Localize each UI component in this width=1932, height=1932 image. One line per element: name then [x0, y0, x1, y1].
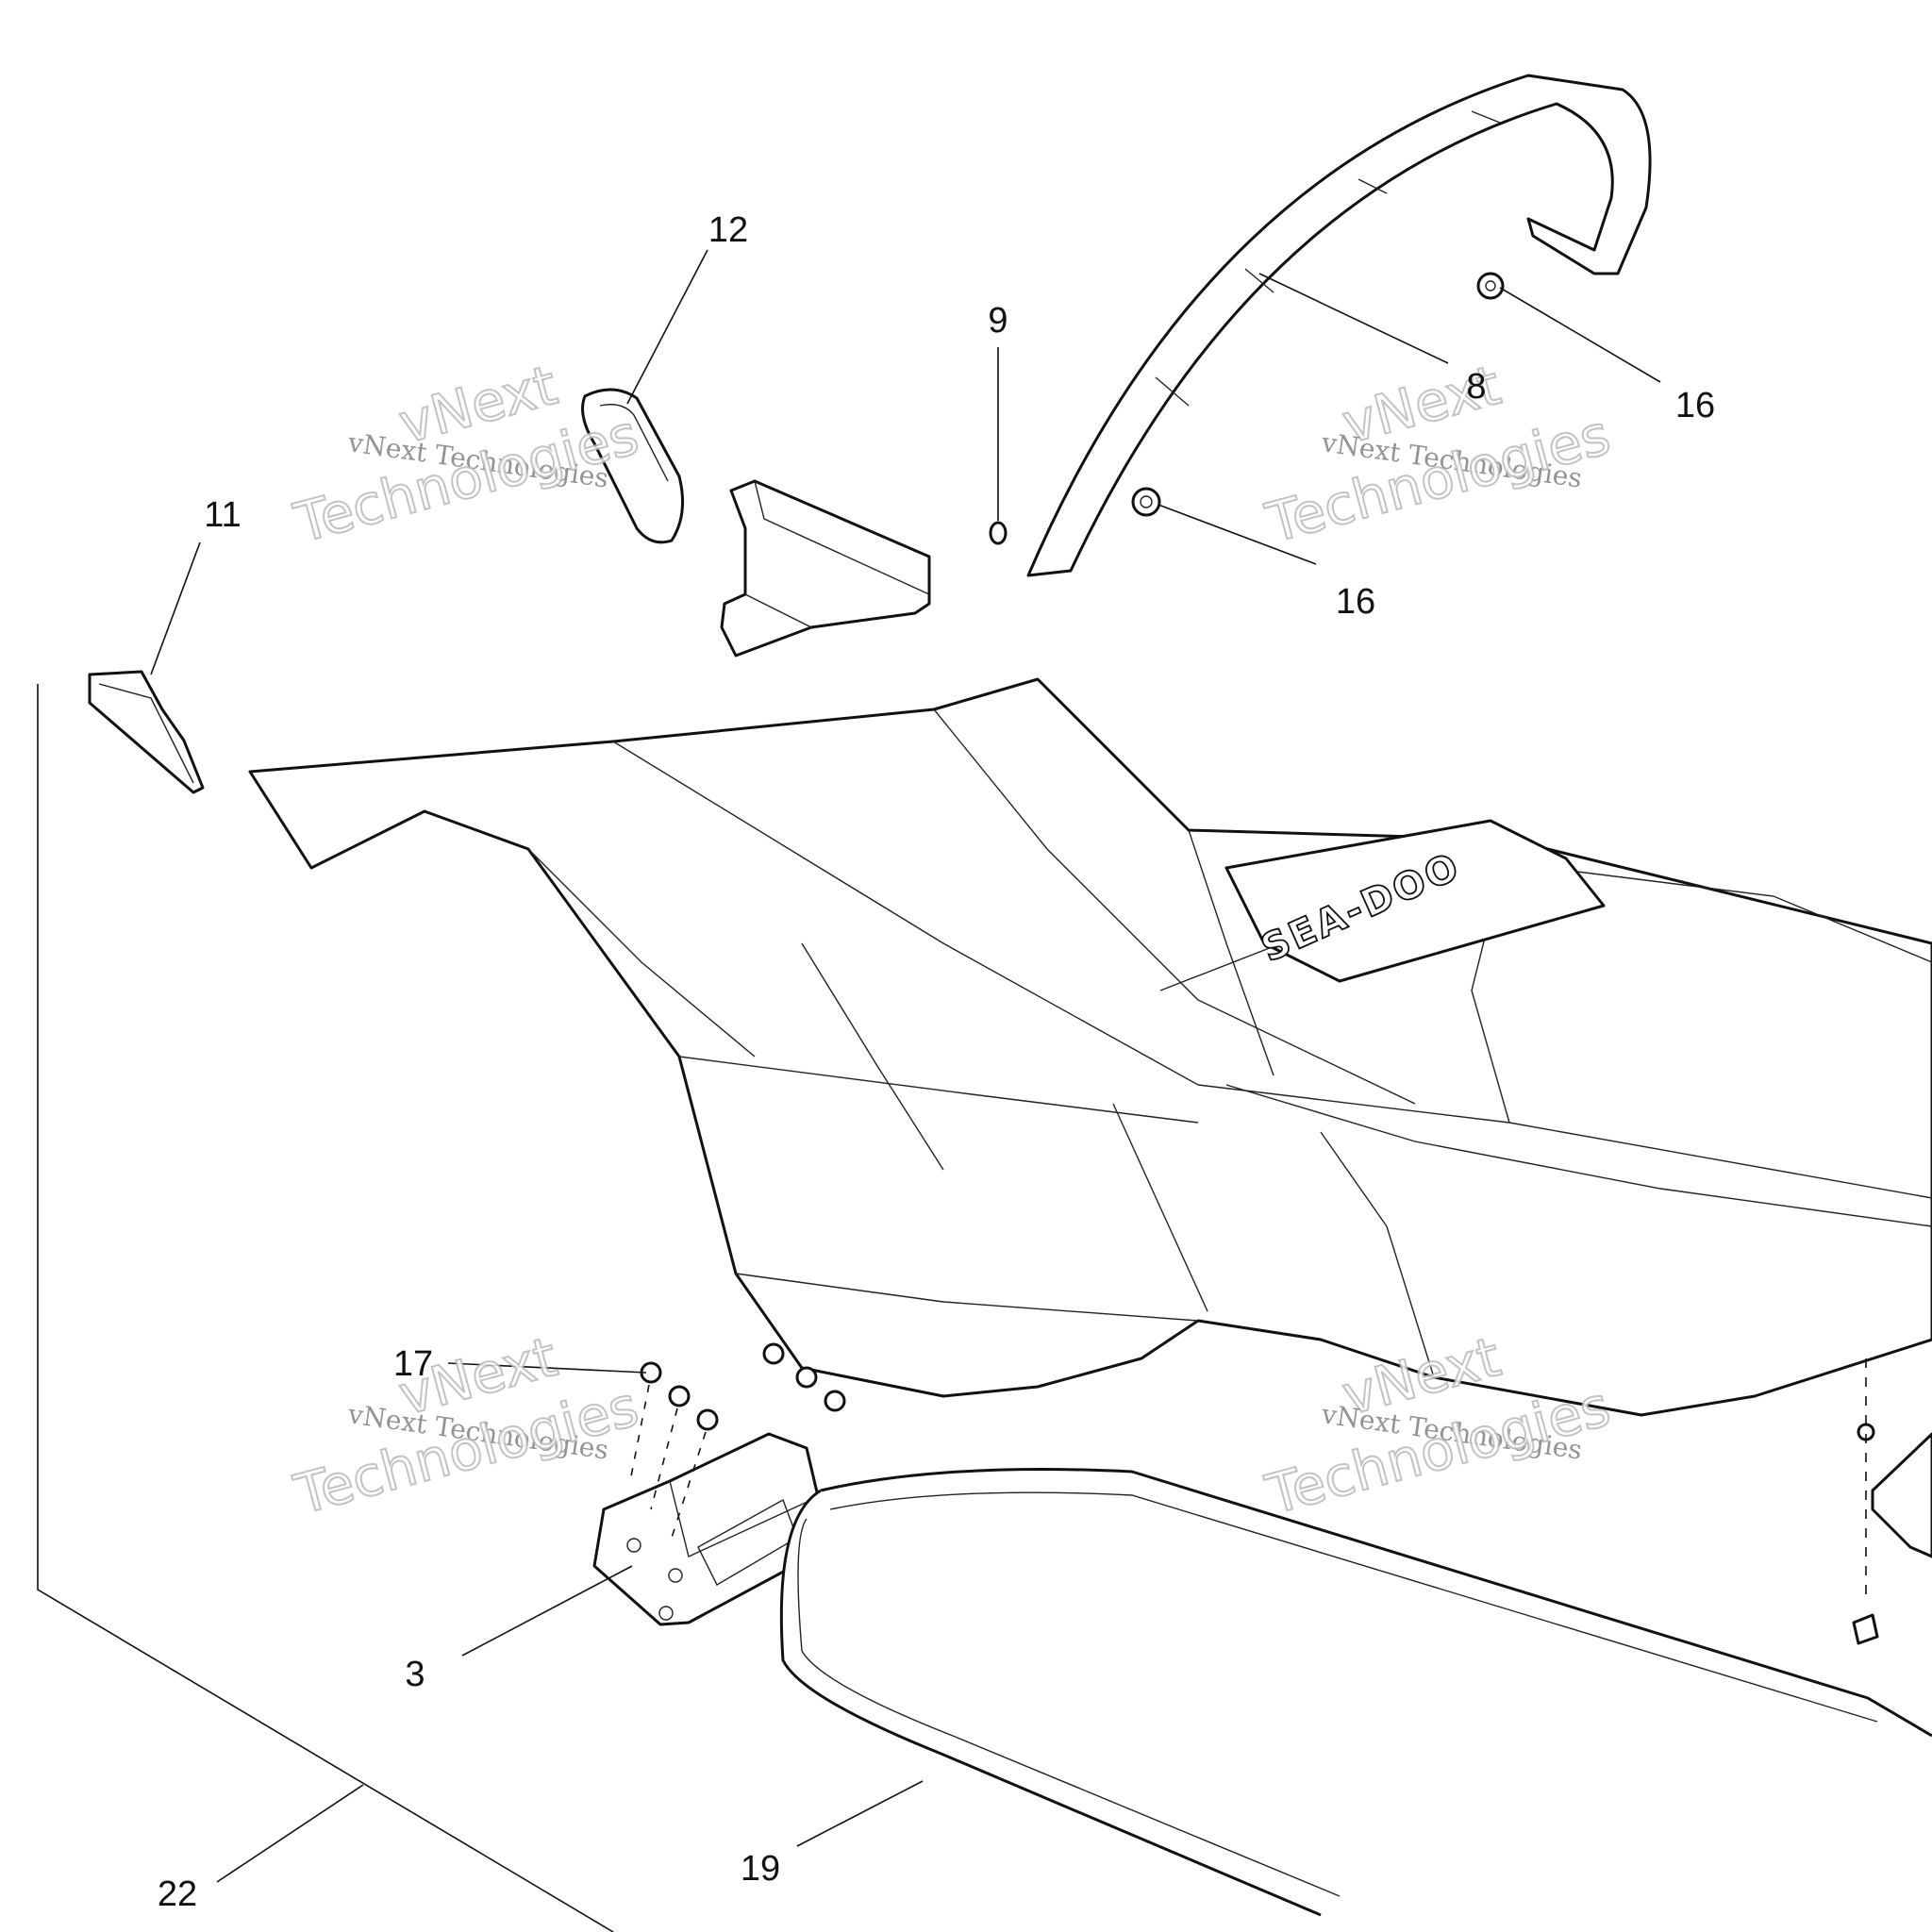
seat — [248, 677, 1932, 1417]
hinge-assembly — [1852, 1358, 1932, 1645]
callout-8: 8 — [1466, 367, 1486, 407]
strap — [1026, 74, 1652, 577]
callout-11: 11 — [204, 495, 241, 535]
part-12-pad — [581, 388, 685, 544]
fastener-9 — [989, 521, 1008, 545]
seat-hump: SEA-DOO — [1224, 819, 1606, 983]
seat-backrest — [720, 479, 931, 658]
callout-16-right: 16 — [1675, 386, 1715, 425]
callout-19: 19 — [741, 1849, 780, 1889]
callouts: 12 11 9 8 16 16 17 3 19 22 — [158, 210, 1715, 1914]
callout-9: 9 — [988, 301, 1008, 341]
watermark-top-right: vNext vNext Technologies Technologies — [1258, 352, 1617, 557]
callout-22: 22 — [158, 1874, 197, 1914]
callout-3: 3 — [405, 1655, 425, 1694]
callout-17: 17 — [393, 1344, 433, 1384]
assembly-outline-22 — [37, 684, 614, 1932]
callout-12: 12 — [708, 210, 748, 250]
part-11-bumper — [88, 670, 205, 794]
push-rivet-16-right — [1476, 272, 1505, 300]
seal-19 — [779, 1468, 1932, 1917]
leader-lines — [150, 249, 1661, 1883]
push-rivet-16-left — [1131, 487, 1161, 517]
watermark-top-left: vNext vNext Technologies Technologies — [287, 352, 645, 557]
callout-16-left: 16 — [1336, 582, 1375, 622]
watermark-bottom-left: vNext vNext Technologies Technologies — [287, 1324, 645, 1528]
washer-set-17 — [629, 1342, 846, 1539]
